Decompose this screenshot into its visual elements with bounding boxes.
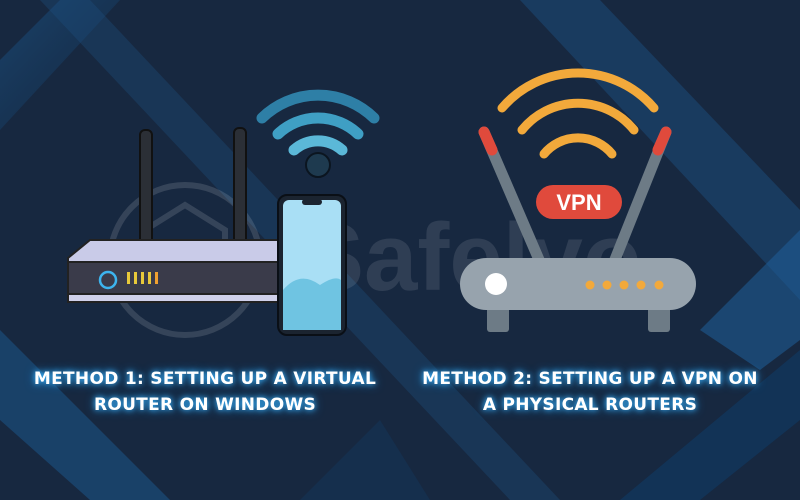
wifi-icon-left <box>256 89 380 178</box>
method-1-caption: METHOD 1: SETTING UP A VIRTUAL ROUTER ON… <box>15 366 395 418</box>
power-icon <box>98 270 118 290</box>
vpn-badge <box>536 185 622 219</box>
method-1-caption-line1: METHOD 1: SETTING UP A VIRTUAL <box>33 369 377 389</box>
wifi-icon-right <box>497 68 659 159</box>
virtual-router-illustration <box>67 127 286 303</box>
method-2-caption-line1: METHOD 2: SETTING UP A VPN ON <box>422 369 758 389</box>
vpn-router-illustration: VPN <box>460 126 696 332</box>
method-2-caption: METHOD 2: SETTING UP A VPN ON A PHYSICAL… <box>400 366 780 418</box>
smartphone-illustration <box>277 194 347 336</box>
method-1-caption-line2: ROUTER ON WINDOWS <box>93 395 317 415</box>
vpn-badge-text: VPN <box>556 190 601 215</box>
method-2-caption-line2: A PHYSICAL ROUTERS <box>482 395 698 415</box>
